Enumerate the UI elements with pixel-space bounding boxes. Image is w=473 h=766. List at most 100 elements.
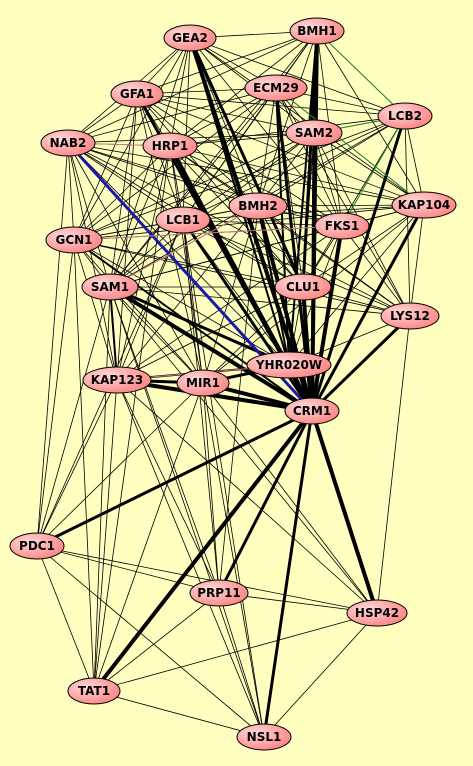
node-gfa1[interactable]: GFA1 — [110, 80, 164, 108]
node-label: FKS1 — [325, 219, 360, 233]
node-hrp1[interactable]: HRP1 — [142, 132, 198, 160]
edge-pdc1-nsl1 — [36, 545, 265, 738]
edge-crm1-nsl1 — [262, 409, 314, 739]
edge-ecm29-nab2 — [67, 87, 277, 144]
node-sam1[interactable]: SAM1 — [81, 273, 139, 301]
edge-gcn1-tat1 — [73, 239, 95, 692]
edge-sam2-gcn1 — [73, 132, 315, 241]
edge-nab2-gcn1 — [67, 142, 75, 241]
node-shape — [9, 532, 65, 560]
edge-kap123-tat1 — [93, 379, 118, 692]
edge-tat1-sam1 — [93, 286, 111, 692]
node-crm1[interactable]: CRM1 — [284, 397, 340, 425]
node-lcb1[interactable]: LCB1 — [155, 206, 211, 234]
edge-hrp1-kap104 — [169, 145, 425, 206]
node-shape — [236, 723, 292, 751]
edge-gfa1-kap104 — [136, 93, 425, 206]
node-nab2[interactable]: NAB2 — [40, 129, 96, 157]
node-ecm29[interactable]: ECM29 — [244, 74, 308, 102]
node-prp11[interactable]: PRP11 — [189, 579, 249, 607]
node-tat1[interactable]: TAT1 — [67, 677, 121, 705]
node-gcn1[interactable]: GCN1 — [45, 226, 103, 254]
edge-sam1-lys12 — [109, 286, 411, 317]
node-yhr020w[interactable]: YHR020W — [246, 351, 332, 379]
edge-sam2-clu1 — [302, 132, 315, 288]
node-bmh2[interactable]: BMH2 — [228, 192, 288, 220]
node-label: KAP104 — [398, 198, 450, 212]
edge-nab2-fks1 — [67, 142, 343, 227]
edge-pdc1-tat1 — [36, 545, 95, 692]
edge-nsl1-lcb1 — [182, 219, 265, 738]
edge-nab2-bmh2 — [67, 142, 259, 207]
edge-fks1-lys12 — [341, 225, 411, 317]
edge-hrp1-gcn1 — [73, 145, 171, 241]
edge-prp11-lcb1 — [182, 219, 220, 594]
edge-prp11-nsl1 — [218, 592, 265, 738]
edge-mir1-tat1 — [93, 382, 204, 692]
edge-kap123-nsl1 — [116, 379, 265, 738]
edge-tat1-nsl1 — [93, 690, 265, 738]
node-label: GFA1 — [120, 87, 154, 101]
node-kap123[interactable]: KAP123 — [82, 366, 152, 394]
edge-ecm29-kap104 — [275, 87, 425, 206]
edge-hsp42-tat1 — [93, 612, 378, 692]
edge-kap123-sam1 — [109, 286, 118, 381]
node-shape — [155, 206, 211, 234]
edge-mir1-bmh2 — [202, 205, 259, 384]
node-gea2[interactable]: GEA2 — [163, 24, 217, 52]
edge-prp11-bmh2 — [218, 205, 259, 594]
node-sam2[interactable]: SAM2 — [285, 119, 343, 147]
edge-sam2-lcb1 — [182, 132, 315, 221]
edge-crm1-hsp42 — [310, 409, 379, 615]
node-lys12[interactable]: LYS12 — [380, 302, 440, 330]
edge-crm1-kap123 — [115, 378, 314, 413]
edge-sam1-bmh2 — [109, 205, 259, 288]
edge-mir1-prp11 — [202, 382, 220, 594]
node-kap104[interactable]: KAP104 — [391, 191, 457, 219]
edge-pdc1-nab2 — [36, 142, 69, 547]
edge-crm1-fks1 — [310, 224, 344, 413]
edge-bmh2-clu1 — [257, 205, 304, 288]
node-pdc1[interactable]: PDC1 — [9, 532, 65, 560]
edge-gfa1-fks1 — [136, 93, 343, 227]
edge-lcb1-lys12 — [182, 219, 411, 317]
edge-mir1-hsp42 — [202, 382, 378, 614]
edge-gfa1-clu1 — [136, 93, 304, 288]
edge-mir1-sam1 — [109, 286, 204, 384]
node-nsl1[interactable]: NSL1 — [236, 723, 292, 751]
edge-kap123-prp11 — [116, 379, 220, 594]
edge-ecm29-bmh2 — [257, 87, 277, 207]
node-lcb2[interactable]: LCB2 — [377, 102, 433, 130]
edge-bmh1-gfa1 — [136, 30, 318, 95]
edge-gfa1-lcb2 — [136, 93, 406, 117]
edge-yhr020w-bmh1 — [288, 30, 318, 366]
node-label: LCB2 — [388, 109, 422, 123]
edge-yhr020w-nab2 — [67, 142, 290, 366]
edge-pdc1-gcn1 — [36, 239, 75, 547]
edge-sam2-kap104 — [313, 132, 425, 206]
edge-crm1-lys12 — [310, 314, 412, 413]
node-mir1[interactable]: MIR1 — [176, 369, 230, 397]
edge-hrp1-sam1 — [109, 145, 171, 288]
node-label: YHR020W — [255, 358, 322, 372]
node-clu1[interactable]: CLU1 — [274, 273, 332, 301]
edge-pdc1-sam1 — [36, 286, 111, 547]
edge-bmh1-bmh2 — [257, 30, 318, 207]
edge-gea2-sam1 — [109, 37, 191, 288]
edge-pdc1-hsp42 — [36, 545, 378, 614]
edge-gea2-lcb1 — [182, 37, 191, 221]
node-fks1[interactable]: FKS1 — [314, 212, 370, 240]
edge-crm1-prp11 — [217, 409, 314, 595]
edge-lcb2-kap104 — [404, 115, 425, 206]
edge-lcb2-lcb1 — [182, 115, 406, 221]
node-shape — [380, 302, 440, 330]
edge-mir1-clu1 — [202, 286, 304, 384]
node-shape — [377, 102, 433, 130]
node-bmh1[interactable]: BMH1 — [289, 17, 345, 45]
edge-kap123-nab2 — [67, 142, 118, 381]
edge-tat1-hrp1 — [93, 145, 171, 692]
node-label: SAM1 — [91, 280, 129, 294]
edge-gcn1-clu1 — [73, 239, 304, 288]
node-hsp42[interactable]: HSP42 — [346, 599, 408, 627]
